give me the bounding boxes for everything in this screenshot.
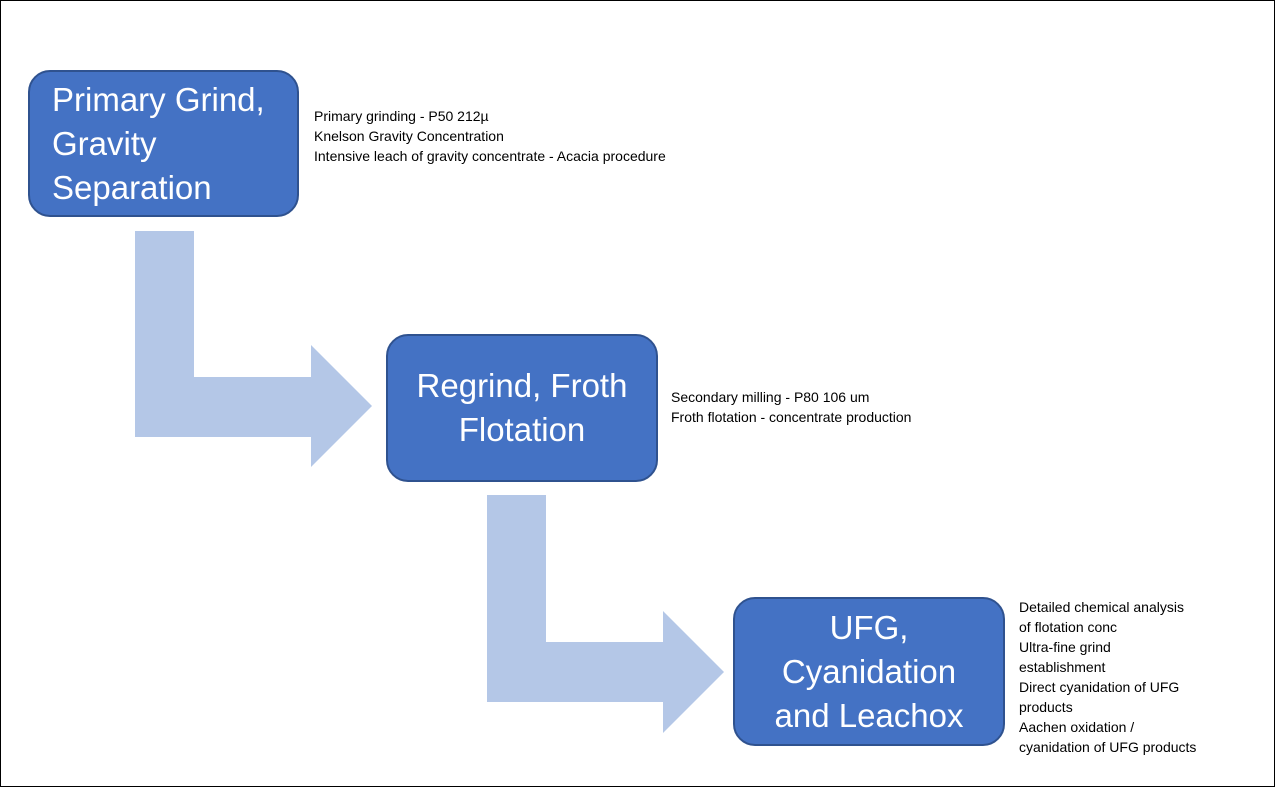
bent-arrow-stage2-to-stage3	[487, 495, 724, 733]
note-line: Primary grinding - P50 212µ	[314, 108, 489, 124]
stage-notes-regrind-flotation: Secondary milling - P80 106 um Froth flo…	[671, 387, 911, 427]
stage-title-line: Separation	[52, 168, 212, 206]
stage-box-regrind-flotation: Regrind, Froth Flotation	[386, 334, 658, 482]
note-line: Aachen oxidation /	[1019, 719, 1135, 735]
stage-notes-primary-grind: Primary grinding - P50 212µ Knelson Grav…	[314, 106, 666, 166]
note-line: Ultra-fine grind	[1019, 639, 1111, 655]
stage-title-line: Primary Grind,	[52, 80, 265, 118]
note-line: establishment	[1019, 659, 1106, 675]
note-line: Detailed chemical analysis	[1019, 599, 1184, 615]
stage-title-line: Flotation	[458, 411, 586, 448]
stage-title-line: Regrind, Froth	[416, 367, 628, 404]
note-line: of flotation conc	[1019, 619, 1118, 635]
note-line: products	[1019, 699, 1073, 715]
note-line: Knelson Gravity Concentration	[314, 128, 504, 144]
stage-title-line: and Leachox	[774, 696, 964, 734]
bent-arrow-stage1-to-stage2	[135, 231, 372, 467]
stage-title-line: Gravity	[52, 124, 157, 162]
stage-title-line: UFG,	[829, 608, 909, 646]
stage-box-ufg-cyanidation: UFG, Cyanidation and Leachox	[733, 597, 1005, 746]
note-line: Intensive leach of gravity concentrate -…	[314, 148, 666, 164]
note-line: cyanidation of UFG products	[1019, 739, 1197, 755]
note-line: Secondary milling - P80 106 um	[671, 389, 870, 405]
note-line: Direct cyanidation of UFG	[1019, 679, 1180, 695]
stage-title-line: Cyanidation	[781, 652, 957, 690]
note-line: Froth flotation - concentrate production	[671, 409, 912, 425]
stage-box-primary-grind: Primary Grind, Gravity Separation	[28, 70, 299, 217]
stage-notes-ufg-cyanidation: Detailed chemical analysis of flotation …	[1019, 597, 1196, 757]
